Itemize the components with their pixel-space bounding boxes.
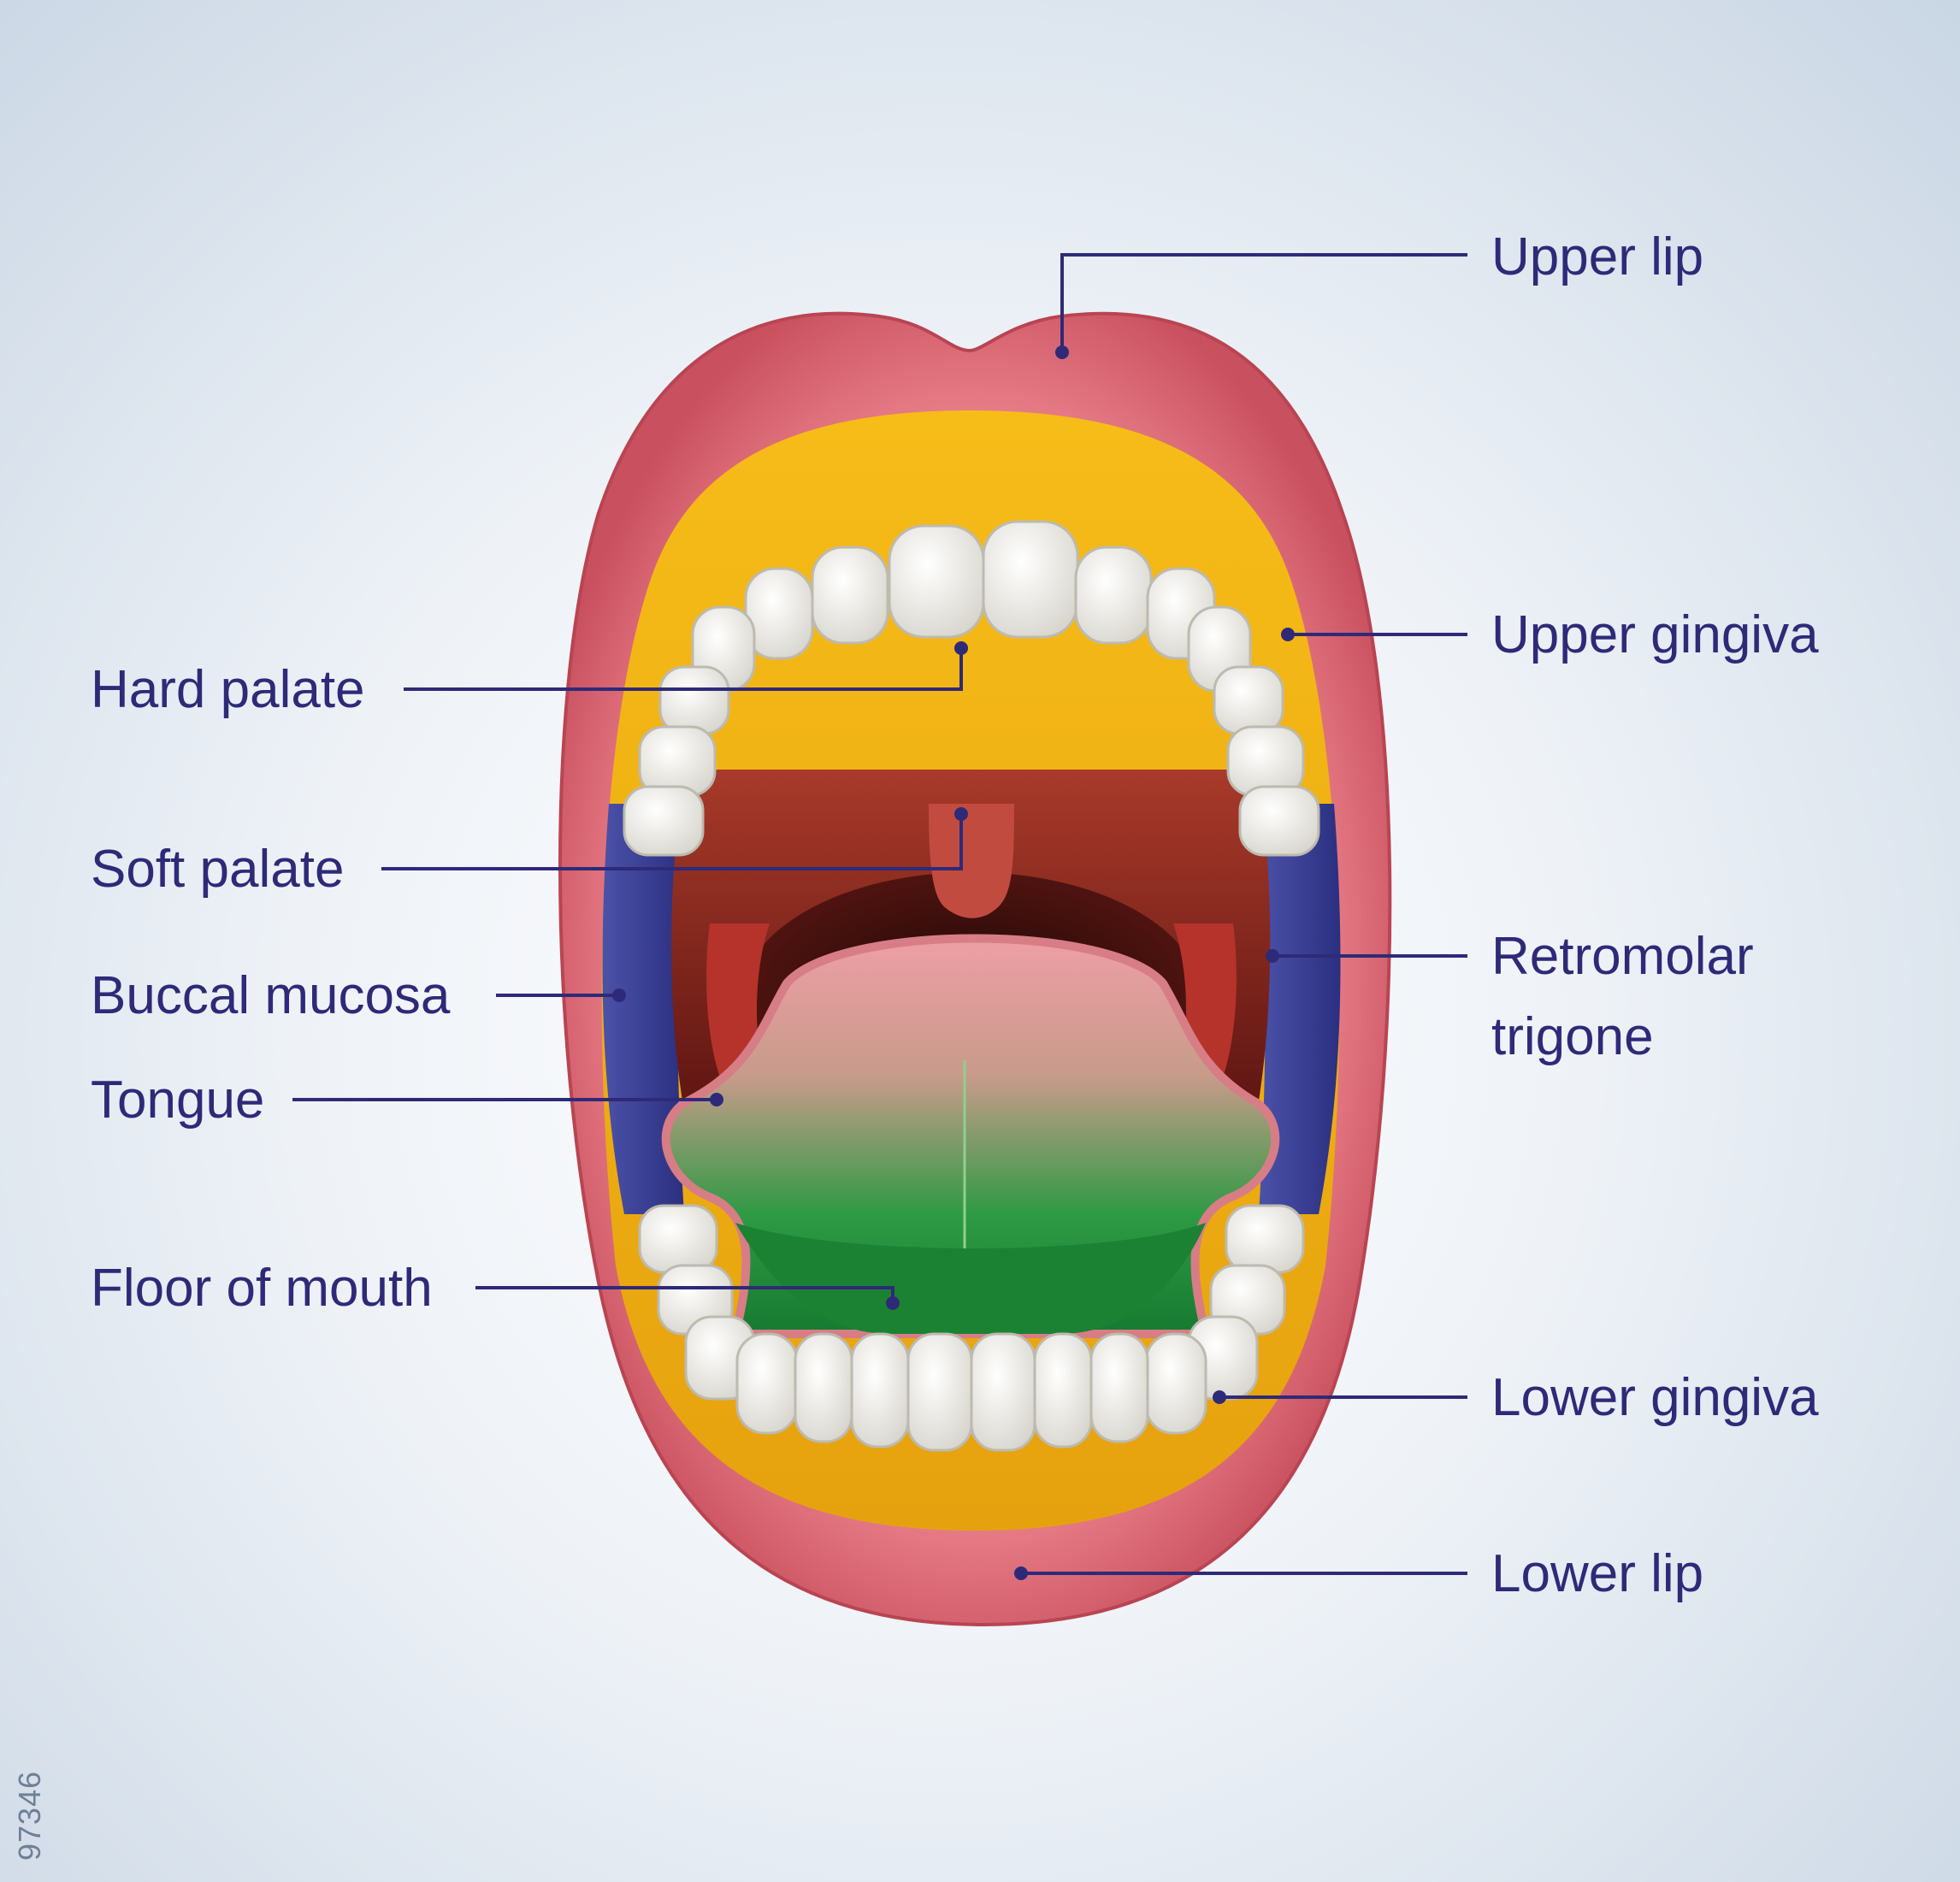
dot-lower-gingiva [1213,1390,1226,1404]
tongue-shape [661,934,1280,1338]
uvula [929,804,1014,918]
dot-upper-lip [1055,345,1069,359]
label-tongue: Tongue [91,1071,265,1130]
label-retromolar-line-1: Retromolar [1491,927,1754,986]
leader-soft-palate [381,814,963,870]
dot-floor-of-mouth [886,1296,900,1310]
leader-upper-lip [1060,253,1467,352]
label-lower-lip: Lower lip [1491,1544,1704,1603]
label-upper-lip: Upper lip [1491,227,1704,286]
label-floor-of-mouth: Floor of mouth [91,1259,433,1318]
dot-upper-gingiva [1281,628,1295,641]
label-buccal-mucosa: Buccal mucosa [91,966,451,1025]
leader-hard-palate [404,648,963,691]
label-retromolar-line-2: trigone [1491,1007,1654,1066]
label-hard-palate: Hard palate [91,660,365,719]
dot-buccal-mucosa [612,988,626,1002]
label-upper-gingiva: Upper gingiva [1491,605,1819,664]
lower-teeth [638,1204,1305,1452]
buccal-mucosa-right [1259,804,1341,1214]
leader-dots [612,345,1295,1580]
buccal-mucosa-left [602,804,684,1214]
label-retromolar-trigone: Retromolar trigone [1491,930,1754,1064]
figure-id: 97346 [12,1770,47,1861]
upper-teeth [623,520,1320,857]
dot-hard-palate [954,641,968,655]
label-lower-gingiva: Lower gingiva [1491,1368,1819,1427]
dot-tongue [710,1093,723,1106]
label-soft-palate: Soft palate [91,840,345,899]
dot-lower-lip [1014,1566,1028,1580]
dot-retromolar-trigone [1266,949,1279,963]
floor-of-mouth-area [735,1223,1206,1334]
dot-soft-palate [954,807,968,821]
